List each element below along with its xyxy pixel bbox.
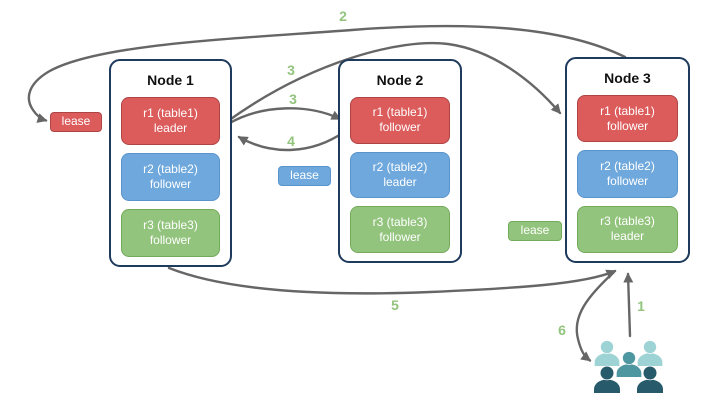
step-label-3a: 3: [287, 62, 295, 78]
replica-role: leader: [153, 121, 188, 135]
arrow-2-node3-to-lease1: [27, 24, 627, 123]
replica-role: follower: [149, 177, 192, 191]
arrow-3-node1-to-node2: [226, 107, 342, 126]
step-label-1: 1: [637, 298, 645, 314]
arrow-6-node3-to-clients: [575, 270, 616, 362]
replica-role: leader: [610, 229, 645, 244]
replica-label: r3 (table3): [143, 218, 198, 232]
step-label-5: 5: [391, 297, 399, 313]
replica-role: follower: [606, 173, 649, 188]
replica-role: leader: [383, 175, 417, 189]
replica-label: r2 (table2): [372, 160, 428, 174]
step-label-6: 6: [558, 322, 566, 338]
step-label-3b: 3: [289, 91, 297, 107]
node-2-replica-r2: r2 (table2) leader: [350, 151, 450, 199]
node-2-title: Node 2: [376, 72, 424, 88]
lease-badge-table2: lease: [278, 166, 331, 186]
replica-role: follower: [379, 120, 421, 135]
node-3: Node 3 r1 (table1) follower r2 (table2) …: [565, 57, 690, 263]
node-3-replica-r1: r1 (table1) follower: [577, 95, 678, 143]
replica-label: r1 (table1): [372, 105, 428, 120]
replica-role: follower: [379, 229, 421, 244]
node-3-replica-r3: r3 (table3) leader: [577, 205, 678, 253]
replica-label: r3 (table3): [372, 214, 428, 229]
arrow-1-clients-to-node3: [623, 272, 634, 338]
arrow-4-node2-to-node1: [237, 130, 346, 152]
node-1-replica-r1: r1 (table1) leader: [121, 97, 220, 145]
replica-label: r3 (table3): [600, 214, 655, 229]
node-1-replica-r3: r3 (table3) follower: [121, 209, 220, 257]
node-2: Node 2 r1 (table1) follower r2 (table2) …: [338, 59, 462, 263]
node-2-replica-r1: r1 (table1) follower: [350, 97, 450, 144]
replica-label: r2 (table2): [600, 158, 655, 173]
replica-role: follower: [606, 118, 649, 133]
node-1: Node 1 r1 (table1) leader r2 (table2) fo…: [109, 59, 232, 267]
step-label-4: 4: [287, 133, 295, 149]
replica-label: r1 (table1): [600, 103, 655, 118]
arrow-5-node1-to-node3: [167, 266, 617, 295]
step-label-2: 2: [339, 8, 347, 24]
node-3-title: Node 3: [604, 70, 651, 86]
lease-badge-table3: lease: [508, 221, 562, 241]
node-1-replica-r2: r2 (table2) follower: [121, 153, 220, 201]
replica-label: r2 (table2): [143, 162, 198, 176]
replica-label: r1 (table1): [143, 106, 198, 120]
replica-role: follower: [149, 233, 192, 247]
node-3-replica-r2: r2 (table2) follower: [577, 150, 678, 198]
node-2-replica-r3: r3 (table3) follower: [350, 206, 450, 254]
people-group-icon: [593, 340, 664, 394]
node-1-title: Node 1: [147, 72, 194, 88]
lease-badge-table1: lease: [50, 112, 102, 132]
arrow-3-node1-to-node3: [226, 41, 562, 123]
